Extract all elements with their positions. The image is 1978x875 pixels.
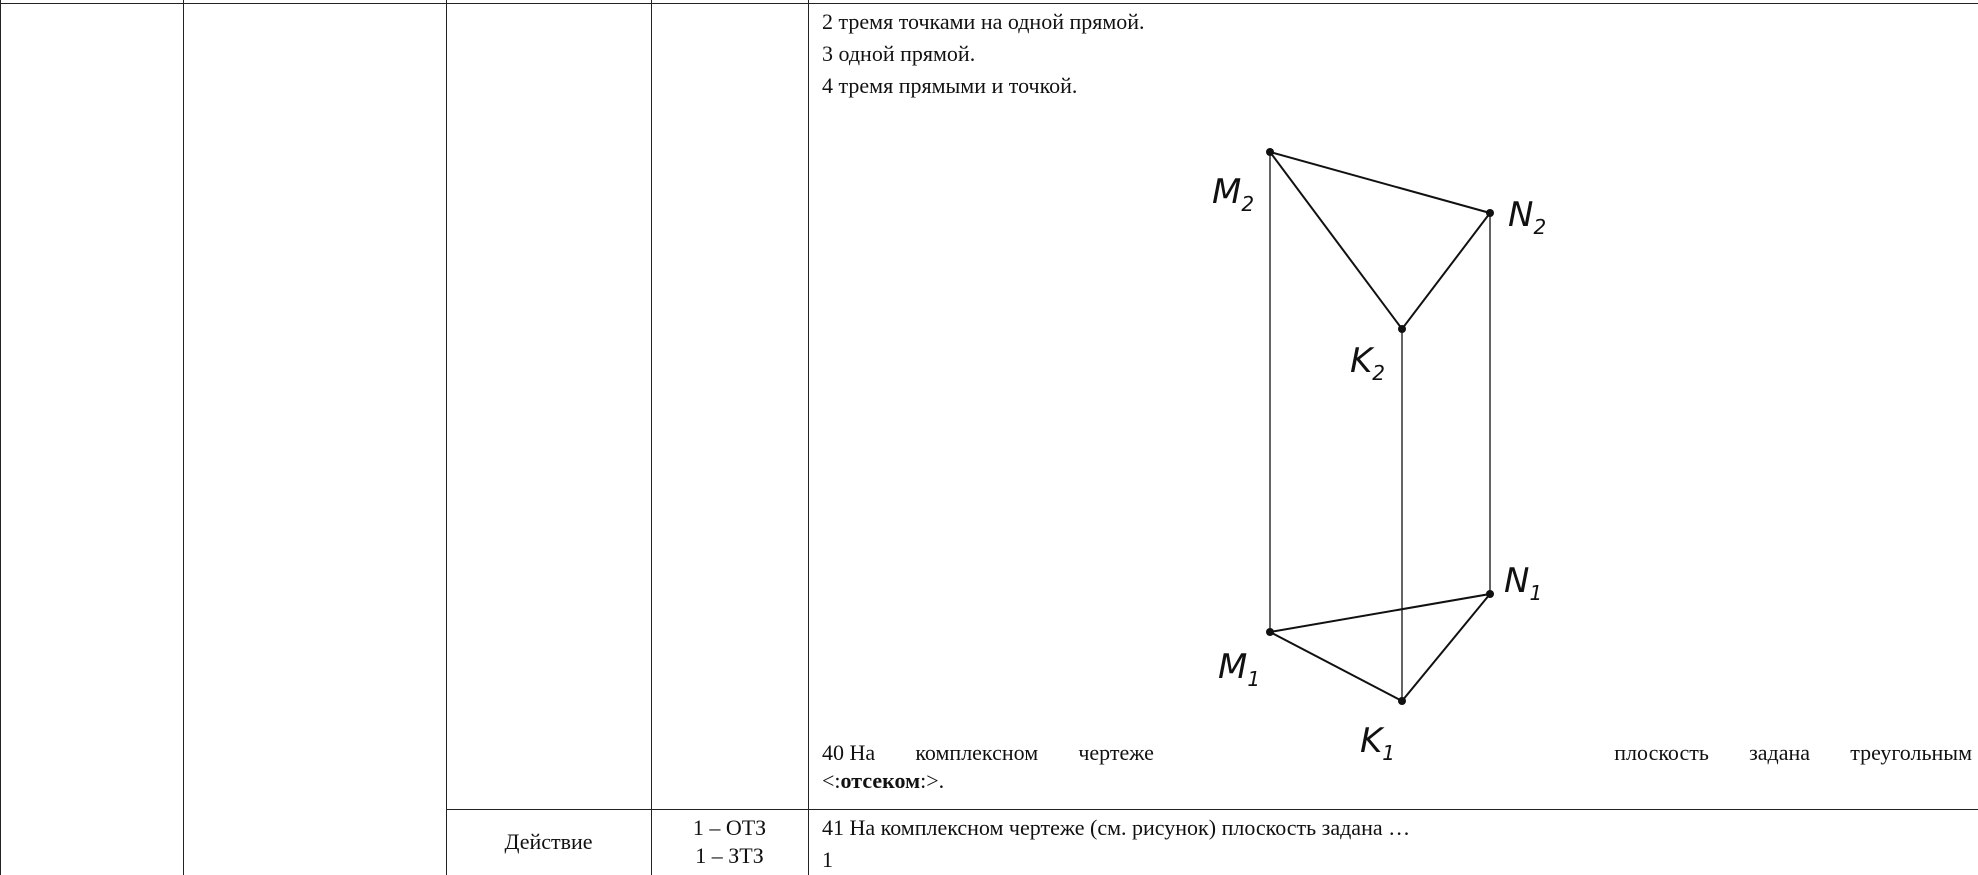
- label-k2: K2: [1350, 341, 1385, 385]
- q40-word: 40 На: [822, 740, 876, 765]
- point-k2: [1398, 325, 1406, 333]
- label-m1: M1: [1218, 647, 1260, 691]
- table-border-top: [0, 3, 1978, 4]
- point-n1: [1486, 590, 1494, 598]
- triangle-m2n2k2: [1267, 150, 1492, 331]
- point-m2: [1266, 148, 1274, 156]
- count-otz: 1 – ОТЗ: [692, 815, 767, 840]
- question-40: 40 На комплексном чертеже плоскость зада…: [822, 739, 1972, 795]
- q40-word: чертеже: [1078, 740, 1154, 765]
- q40-word: треугольным: [1850, 740, 1972, 765]
- count-ztz: 1 – ЗТЗ: [695, 843, 764, 868]
- point-m1: [1266, 628, 1274, 636]
- option-2: 2 тремя точками на одной прямой.: [822, 9, 1145, 34]
- label-n2: N2: [1508, 195, 1546, 239]
- column-divider-2: [446, 0, 447, 875]
- option-4: 4 тремя прямыми и точкой.: [822, 73, 1078, 98]
- option-3: 3 одной прямой.: [822, 41, 976, 66]
- column-divider-1: [183, 0, 184, 875]
- q40-answer-key: отсеком: [840, 768, 921, 793]
- q40-word: плоскость: [1614, 740, 1709, 765]
- q40-word: комплексном: [915, 740, 1039, 765]
- q41-option-1: 1: [822, 847, 833, 872]
- column-divider-4: [808, 0, 809, 875]
- row-divider: [446, 809, 1978, 810]
- point-n2: [1486, 209, 1494, 217]
- table-border-left: [0, 0, 1, 875]
- label-n1: N1: [1504, 561, 1542, 605]
- point-k1: [1398, 697, 1406, 705]
- label-k1: K1: [1360, 721, 1395, 765]
- question-41: 41 На комплексном чертеже (см. рисунок) …: [822, 815, 1411, 840]
- q40-answer-line: <:отсеком:>.: [822, 768, 945, 793]
- column-divider-3: [651, 0, 652, 875]
- triangle-m1n1k1: [1266, 592, 1493, 703]
- q40-word: задана: [1749, 740, 1811, 765]
- category-cell: Действие: [504, 829, 593, 854]
- label-m2: M2: [1212, 172, 1254, 216]
